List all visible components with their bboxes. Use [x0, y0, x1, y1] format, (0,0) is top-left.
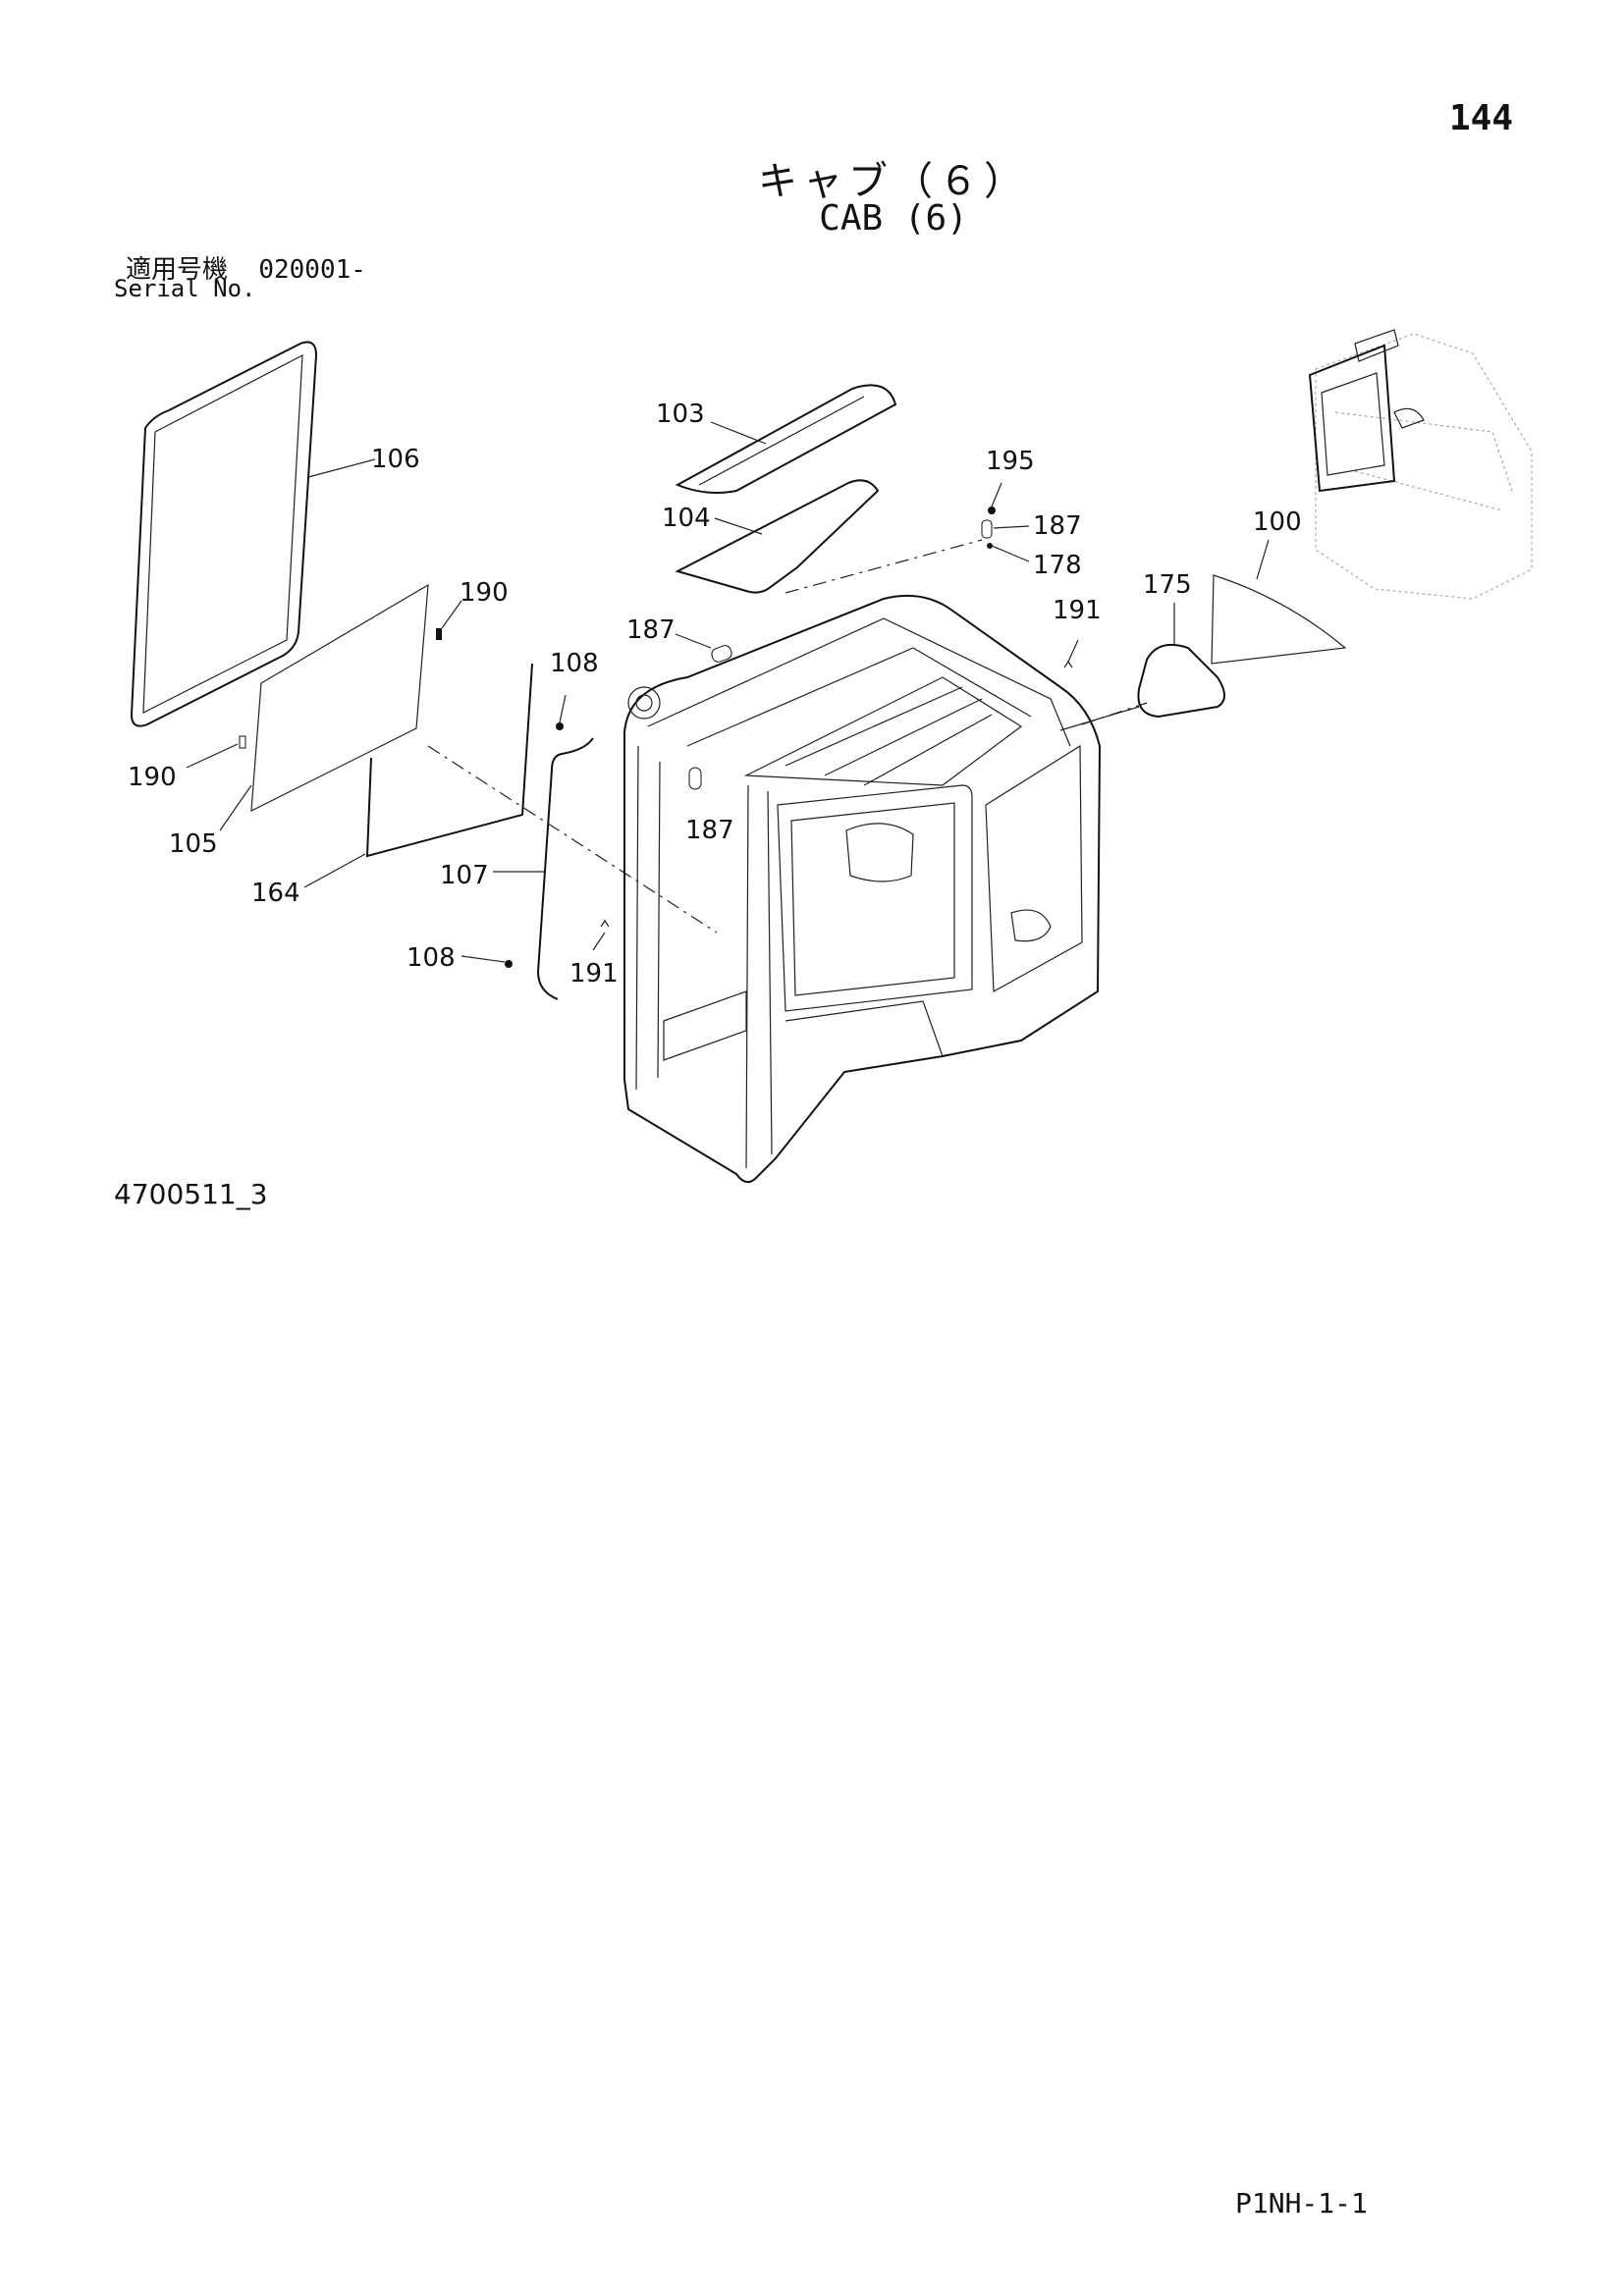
part-164-l-seal: [365, 663, 533, 858]
callout-191-right: 191: [1053, 596, 1102, 625]
callout-190-top: 190: [460, 578, 509, 608]
part-178: [987, 543, 993, 549]
drawing-number: 4700511_3: [114, 1178, 268, 1210]
serial-label-jp-text: 適用号機: [126, 255, 229, 285]
leader-103: [710, 421, 767, 445]
callout-187-lower: 187: [685, 816, 734, 845]
part-187-top: [981, 519, 993, 539]
callout-105: 105: [169, 829, 218, 859]
callout-190-bottom: 190: [128, 763, 177, 792]
leader-100: [1256, 539, 1270, 580]
leader-164: [303, 853, 366, 888]
callout-103: 103: [656, 400, 705, 429]
callout-100: 100: [1253, 507, 1302, 537]
page-number: 144: [1449, 98, 1514, 138]
cab-exploded-diagram: 100 103 104 105 106 107 108 108 164 175 …: [128, 329, 1533, 1184]
leader-106: [307, 458, 376, 478]
leader-187a: [993, 525, 1030, 529]
reference-machine-outline: [1308, 329, 1533, 600]
callout-187-middle: 187: [626, 615, 676, 645]
part-195: [988, 507, 996, 514]
callout-107: 107: [440, 861, 489, 890]
clip-190-bottom: [239, 735, 246, 749]
stud-191-left: [600, 919, 610, 928]
part-187-lower: [688, 767, 702, 790]
callout-104: 104: [662, 504, 711, 533]
title-english: CAB (6): [819, 198, 968, 239]
title-japanese: キャブ（６）: [758, 159, 1029, 204]
bolt-108-top: [556, 722, 564, 730]
callout-178: 178: [1033, 551, 1082, 580]
leader-191b: [1067, 639, 1079, 663]
serial-label-english: Serial No.: [114, 275, 256, 302]
callout-175: 175: [1143, 570, 1192, 600]
part-104-roof-seal: [675, 479, 880, 594]
callout-108-bottom: 108: [406, 943, 456, 973]
part-105-glass: [250, 583, 429, 813]
leader-187b: [675, 633, 712, 649]
callout-195: 195: [986, 447, 1035, 476]
clip-190-top: [436, 628, 442, 640]
part-175-mirror-frame: [1137, 644, 1225, 719]
leader-190b: [186, 743, 239, 769]
leader-190a: [441, 600, 462, 629]
leader-108b: [460, 955, 506, 963]
leader-108a: [559, 694, 567, 723]
serial-value: 020001-: [258, 255, 366, 285]
guide-line-glass: [427, 745, 718, 934]
callout-164: 164: [251, 879, 300, 908]
guide-line-roof: [785, 539, 983, 594]
leader-178: [991, 545, 1030, 562]
leader-104: [714, 517, 763, 535]
callout-191-left: 191: [569, 959, 619, 988]
bolt-108-bottom: [505, 960, 513, 968]
serial-label-japanese: 適用号機 020001-: [126, 249, 366, 286]
callout-106: 106: [371, 445, 420, 474]
callout-108-top: 108: [550, 649, 599, 678]
stud-191-right: [1063, 660, 1073, 668]
footer-code: P1NH-1-1: [1235, 2187, 1368, 2219]
part-100-corner-glass: [1211, 574, 1347, 665]
callout-187-top: 187: [1033, 511, 1082, 541]
part-106-window-seal: [130, 341, 318, 727]
part-103-roof-panel: [675, 384, 897, 494]
leader-195: [991, 482, 1002, 507]
cab-body: [623, 594, 1140, 1184]
leader-191a: [592, 932, 606, 951]
leader-105: [219, 784, 252, 831]
part-107-handrail: [536, 737, 594, 1000]
part-187-middle: [711, 645, 732, 663]
